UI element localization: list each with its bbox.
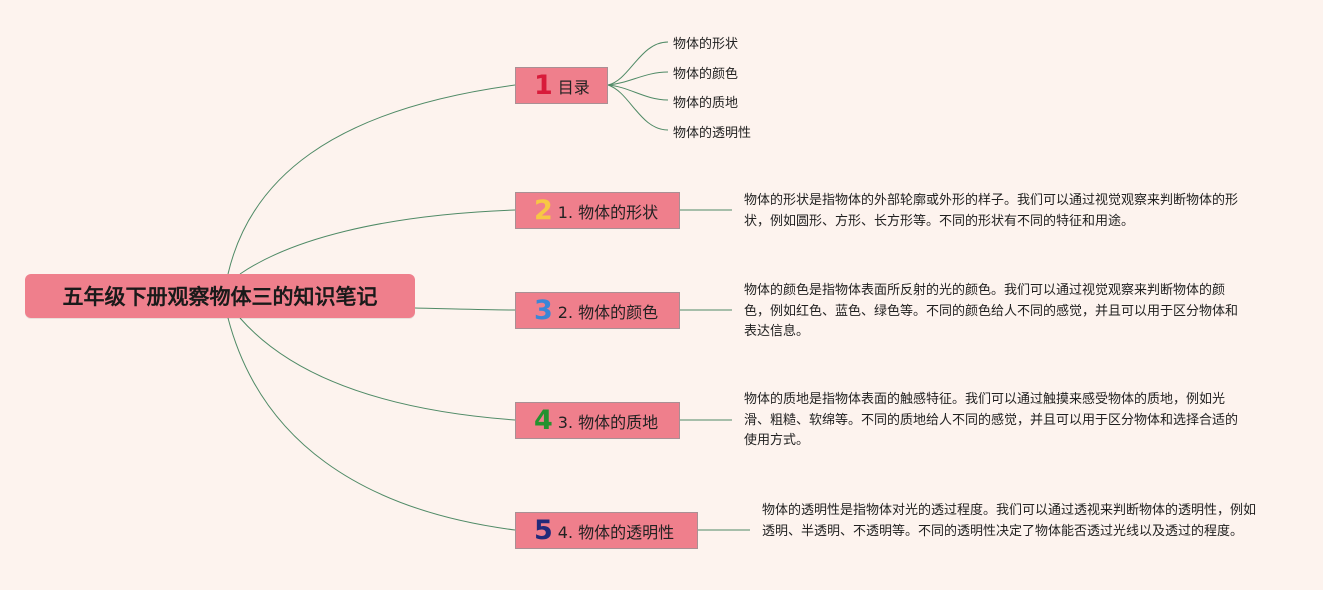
connector-root-branch-4 (239, 317, 516, 421)
branch-number-1: 1 (534, 70, 553, 101)
connector-toc-item-4 (607, 84, 669, 131)
branch-number-3: 3 (534, 295, 553, 326)
connector-root-branch-5 (227, 317, 516, 531)
description-texture: 物体的质地是指物体表面的触感特征。我们可以通过触摸来感受物体的质地，例如光滑、粗… (744, 392, 1239, 448)
description-color: 物体的颜色是指物体表面所反射的光的颜色。我们可以通过视觉观察来判断物体的颜色，例… (744, 283, 1239, 339)
branch-label-shape: 1. 物体的形状 (557, 202, 659, 222)
root-node[interactable]: 五年级下册观察物体三的知识笔记 (25, 274, 415, 318)
toc-item-texture[interactable]: 物体的质地 (673, 96, 739, 111)
branch-node-toc[interactable]: 1 目录 (515, 67, 608, 104)
connector-root-branch-2 (239, 209, 516, 275)
connector-root-branch-1 (227, 84, 516, 275)
branch-label-toc: 目录 (557, 77, 590, 97)
connector-root-branch-3 (414, 307, 516, 311)
branch-number-2: 2 (534, 195, 553, 226)
branch-node-shape[interactable]: 2 1. 物体的形状 (515, 192, 680, 229)
branch-number-4: 4 (534, 405, 553, 436)
toc-item-transparency[interactable]: 物体的透明性 (673, 126, 752, 141)
toc-item-shape[interactable]: 物体的形状 (673, 37, 739, 52)
toc-item-color[interactable]: 物体的颜色 (673, 67, 739, 82)
branch-node-texture[interactable]: 4 3. 物体的质地 (515, 402, 680, 439)
branch-label-transparency: 4. 物体的透明性 (557, 522, 675, 542)
branch-node-color[interactable]: 3 2. 物体的颜色 (515, 292, 680, 329)
branch-label-color: 2. 物体的颜色 (557, 302, 659, 322)
description-transparency: 物体的透明性是指物体对光的透过程度。我们可以通过透视来判断物体的透明性，例如透明… (762, 503, 1257, 539)
connector-toc-item-2 (607, 71, 669, 86)
description-shape: 物体的形状是指物体的外部轮廓或外形的样子。我们可以通过视觉观察来判断物体的形状，… (744, 193, 1239, 229)
root-title: 五年级下册观察物体三的知识笔记 (62, 285, 378, 309)
branch-label-texture: 3. 物体的质地 (557, 412, 659, 432)
connector-toc-item-1 (607, 41, 669, 86)
branch-number-5: 5 (534, 515, 553, 546)
branch-node-transparency[interactable]: 5 4. 物体的透明性 (515, 512, 698, 549)
connector-toc-item-3 (607, 84, 669, 101)
